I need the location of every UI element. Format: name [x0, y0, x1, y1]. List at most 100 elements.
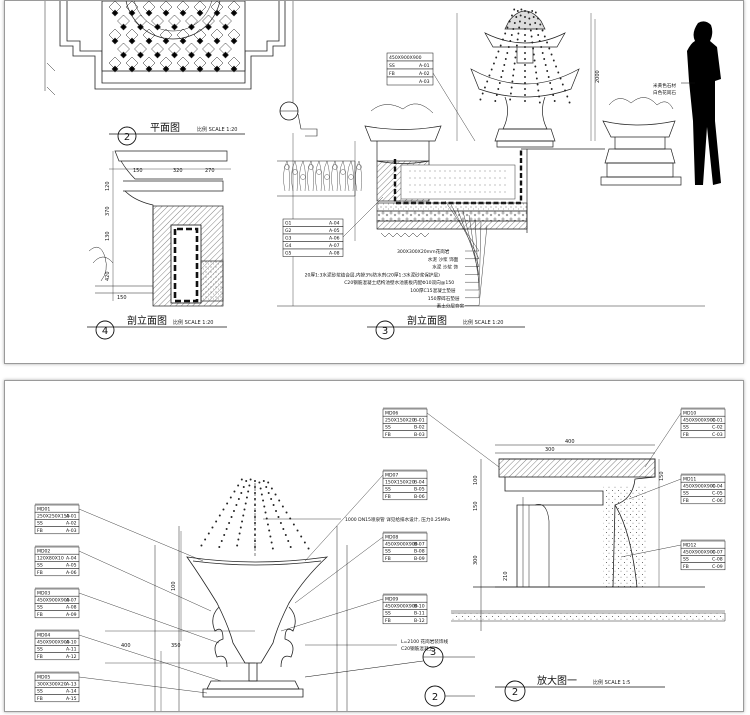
tag-row: FB [37, 612, 43, 618]
tag-code: A-02 [419, 71, 430, 77]
tag-code: A-03 [66, 528, 77, 534]
tag-row: SS [389, 63, 395, 69]
callout-title: 剖立面图 [407, 314, 447, 327]
layer-note: 300X300X20mm花岗岩 [397, 248, 450, 255]
tag-code: C-09 [712, 564, 723, 570]
tag-code: C-03 [712, 432, 723, 438]
tag-row: MD05 [37, 674, 50, 680]
tag-code: A-07 [66, 598, 77, 604]
tag-row: MD06 [385, 410, 398, 416]
shrub-planting [283, 160, 362, 192]
tag-code: C-04 [712, 484, 723, 490]
tag-code: B-02 [414, 425, 425, 431]
tag-row: MD08 [385, 534, 398, 540]
tag-row: FB [37, 528, 43, 534]
callout-number: 2 [512, 687, 518, 698]
tag-row: 120X80X10 [37, 556, 64, 562]
tag-row: FB [385, 618, 391, 624]
tag-row: G1 [285, 221, 292, 227]
tag-code: A-05 [329, 228, 340, 234]
pool-water-lines [409, 170, 507, 193]
tag-row: 450X900X900 [683, 550, 716, 556]
layer-note: 150厚碎石垫层 [428, 295, 460, 302]
fountain-elevation [456, 8, 596, 148]
urn-spray [200, 478, 310, 550]
dim-text: 270 [205, 168, 215, 174]
fountain-spray [479, 8, 571, 104]
callout-number: 2 [124, 132, 130, 143]
tag-code: A-03 [419, 79, 430, 85]
tag-row: SS [683, 425, 689, 431]
callout-section-4: 4 剖立面图 比例 SCALE 1:20 [87, 314, 227, 340]
tag-row: MD11 [683, 476, 696, 482]
callout-scale: 比例 SCALE 1:5 [593, 679, 630, 686]
tag-code: B-11 [414, 611, 425, 617]
callout-scale: 比例 SCALE 1:20 [173, 319, 213, 326]
callout-plan: 2 平面图 比例 SCALE 1:20 [109, 122, 245, 146]
tag-row: MD09 [385, 596, 398, 602]
tag-row: G2 [285, 228, 292, 234]
tag-code: A-08 [66, 605, 77, 611]
note-line: 米黄色石材 [653, 82, 676, 89]
callout-enlarged-detail: 2 放大图一 比例 SCALE 1:5 [495, 674, 665, 702]
note-line: 白色花岗石 [653, 89, 676, 96]
bottom-note: L=2100 花岗岩装饰线 C20钢筋混凝土 [305, 638, 449, 652]
layer-note: 100厚C15混凝土垫层 [410, 287, 456, 294]
callout-scale: 比例 SCALE 1:20 [197, 126, 237, 133]
tag-code: B-06 [414, 494, 425, 500]
layer-note: 水泥 沙浆 饰面 [428, 256, 459, 263]
tag-row: 450X900X900 [683, 418, 716, 424]
dim-text: 100 [171, 581, 177, 591]
tag-code: B-07 [414, 542, 425, 548]
dim-text: 300 [545, 447, 555, 453]
tag-row: MD10 [683, 410, 696, 416]
tag-row: FB [385, 556, 391, 562]
tag-row: MD04 [37, 632, 50, 638]
callout-circle [95, 320, 115, 340]
tag-code: A-04 [66, 556, 77, 562]
dim-text: 420 [105, 271, 111, 281]
tag-row: SS [37, 563, 43, 569]
tag-row: MD07 [385, 472, 398, 478]
tag-code: A-11 [66, 647, 77, 653]
tag-row: 450X900X900 [389, 55, 422, 61]
tag-code: C-08 [712, 557, 723, 563]
tag-row: 250X250X150 [37, 514, 70, 520]
tag-row: SS [385, 487, 391, 493]
tag-row: SS [385, 425, 391, 431]
marker-number: 2 [432, 692, 438, 703]
tag-row: SS [37, 605, 43, 611]
tag-code: C-01 [712, 418, 723, 424]
tag-row: SS [37, 521, 43, 527]
layer-note: 素土分层夯实 [437, 303, 465, 310]
top-sheet-canvas: 2 平面图 比例 SCALE 1:20 [44, 0, 721, 340]
dim-text: 210 [503, 571, 509, 581]
tag-code: B-04 [414, 480, 425, 486]
tag-code: B-09 [414, 556, 425, 562]
callout-circle [375, 320, 395, 340]
tag-row: G4 [285, 243, 292, 249]
dim-text: 120 [105, 181, 111, 191]
callout-scale: 比例 SCALE 1:20 [463, 319, 503, 326]
callout-circle [117, 126, 137, 146]
section-3-view [277, 101, 705, 307]
section-marker-2: 2 [424, 685, 475, 707]
tag-code: A-13 [66, 682, 77, 688]
tag-code: A-04 [329, 221, 340, 227]
tag-code: A-01 [66, 514, 77, 520]
layer-note: 20厚1:3水泥砂浆结合层,内掺3%防水剂(20厚1:3水泥砂浆保护层) [305, 271, 440, 278]
drawing-viewer: 2 平面图 比例 SCALE 1:20 [4, 0, 744, 712]
tag-code: B-08 [414, 549, 425, 555]
tag-row: FB [37, 696, 43, 702]
layer-note: 水泥 沙浆 饰 [432, 264, 458, 271]
